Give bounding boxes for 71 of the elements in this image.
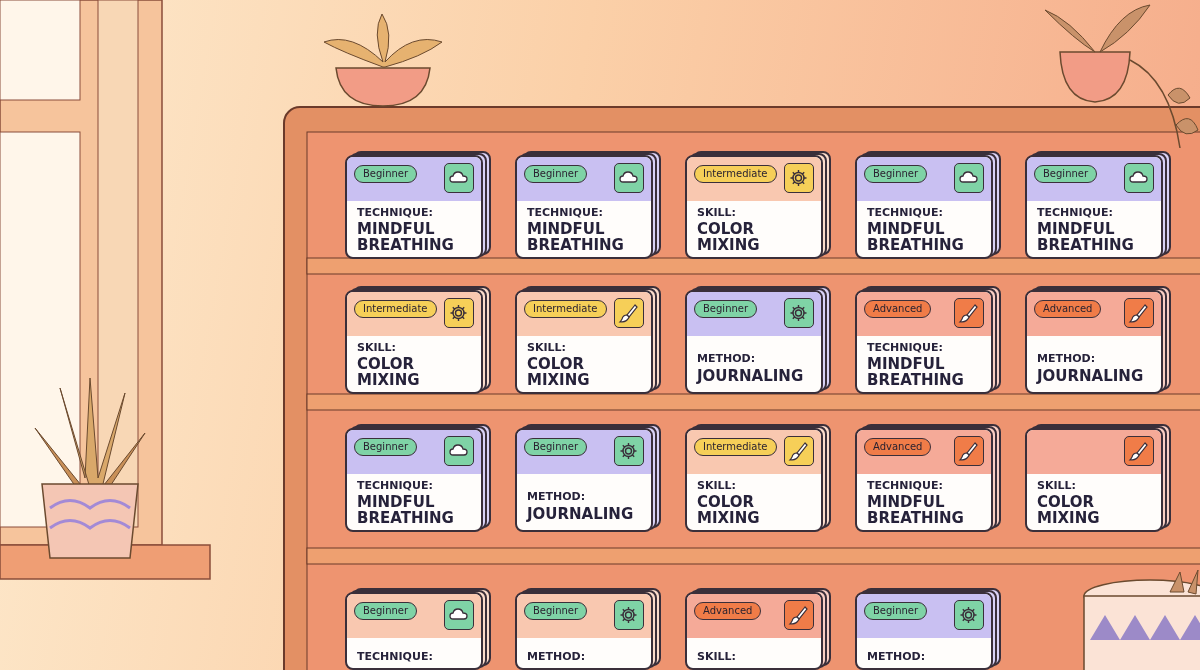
card-title: JOURNALING xyxy=(527,506,635,522)
level-badge: Beginner xyxy=(694,300,758,318)
level-badge: Beginner xyxy=(524,602,588,620)
card-category: SKILL: xyxy=(697,479,736,492)
card-title: COLOR MIXING xyxy=(527,356,591,388)
card-category: TECHNIQUE: xyxy=(527,206,603,219)
level-badge: Beginner xyxy=(524,438,588,456)
card xyxy=(855,592,993,670)
card-category: TECHNIQUE: xyxy=(1037,206,1113,219)
card-category: TECHNIQUE: xyxy=(867,206,943,219)
level-badge: Intermediate xyxy=(694,165,777,183)
level-badge: Beginner xyxy=(354,165,418,183)
card-category: METHOD: xyxy=(867,650,926,663)
level-badge: Beginner xyxy=(354,438,418,456)
card-title: MINDFUL BREATHING xyxy=(1037,221,1135,253)
level-badge: Beginner xyxy=(524,165,588,183)
level-badge: Beginner xyxy=(354,602,418,620)
card-title: MINDFUL BREATHING xyxy=(357,221,455,253)
level-badge: Advanced xyxy=(1034,300,1102,318)
card xyxy=(855,155,993,259)
card xyxy=(515,428,653,532)
level-badge: Beginner xyxy=(864,165,928,183)
level-badge: Advanced xyxy=(864,300,932,318)
level-badge: Advanced xyxy=(694,602,762,620)
card-title: MINDFUL BREATHING xyxy=(357,494,455,526)
card-category: TECHNIQUE: xyxy=(357,206,433,219)
level-badge: Intermediate xyxy=(354,300,437,318)
card xyxy=(685,592,823,670)
card xyxy=(345,428,483,532)
card-category: SKILL: xyxy=(1037,479,1076,492)
level-badge: Advanced xyxy=(864,438,932,456)
card-title: COLOR MIXING xyxy=(357,356,421,388)
card xyxy=(345,290,483,394)
card-category: TECHNIQUE: xyxy=(867,341,943,354)
card xyxy=(1025,428,1163,532)
card xyxy=(685,290,823,394)
card xyxy=(685,155,823,259)
card-title: MINDFUL BREATHING xyxy=(867,494,965,526)
card xyxy=(515,592,653,670)
card-title: COLOR MIXING xyxy=(1037,494,1101,526)
card-title: JOURNALING xyxy=(1037,368,1145,384)
card-category: SKILL: xyxy=(527,341,566,354)
card-category: SKILL: xyxy=(357,341,396,354)
card xyxy=(1025,290,1163,394)
level-badge: Beginner xyxy=(1034,165,1098,183)
card-category: METHOD: xyxy=(527,490,586,503)
card-category: METHOD: xyxy=(527,650,586,663)
card xyxy=(515,155,653,259)
card xyxy=(855,290,993,394)
card-category: TECHNIQUE: xyxy=(867,479,943,492)
card xyxy=(855,428,993,532)
card-title: COLOR MIXING xyxy=(697,494,761,526)
card-title: MINDFUL BREATHING xyxy=(867,221,965,253)
card-title: JOURNALING xyxy=(697,368,805,384)
card xyxy=(515,290,653,394)
card-category: TECHNIQUE: xyxy=(357,479,433,492)
card-title: MINDFUL BREATHING xyxy=(867,356,965,388)
level-badge: Intermediate xyxy=(694,438,777,456)
card-category: SKILL: xyxy=(697,650,736,663)
card xyxy=(345,592,483,670)
card-category: TECHNIQUE: xyxy=(357,650,433,663)
level-badge: Beginner xyxy=(864,602,928,620)
card xyxy=(1025,155,1163,259)
card-title: MINDFUL BREATHING xyxy=(527,221,625,253)
card xyxy=(345,155,483,259)
card xyxy=(685,428,823,532)
card-category: SKILL: xyxy=(697,206,736,219)
level-badge: Intermediate xyxy=(524,300,607,318)
card-category: METHOD: xyxy=(1037,352,1096,365)
card-title: COLOR MIXING xyxy=(697,221,761,253)
card-category: METHOD: xyxy=(697,352,756,365)
